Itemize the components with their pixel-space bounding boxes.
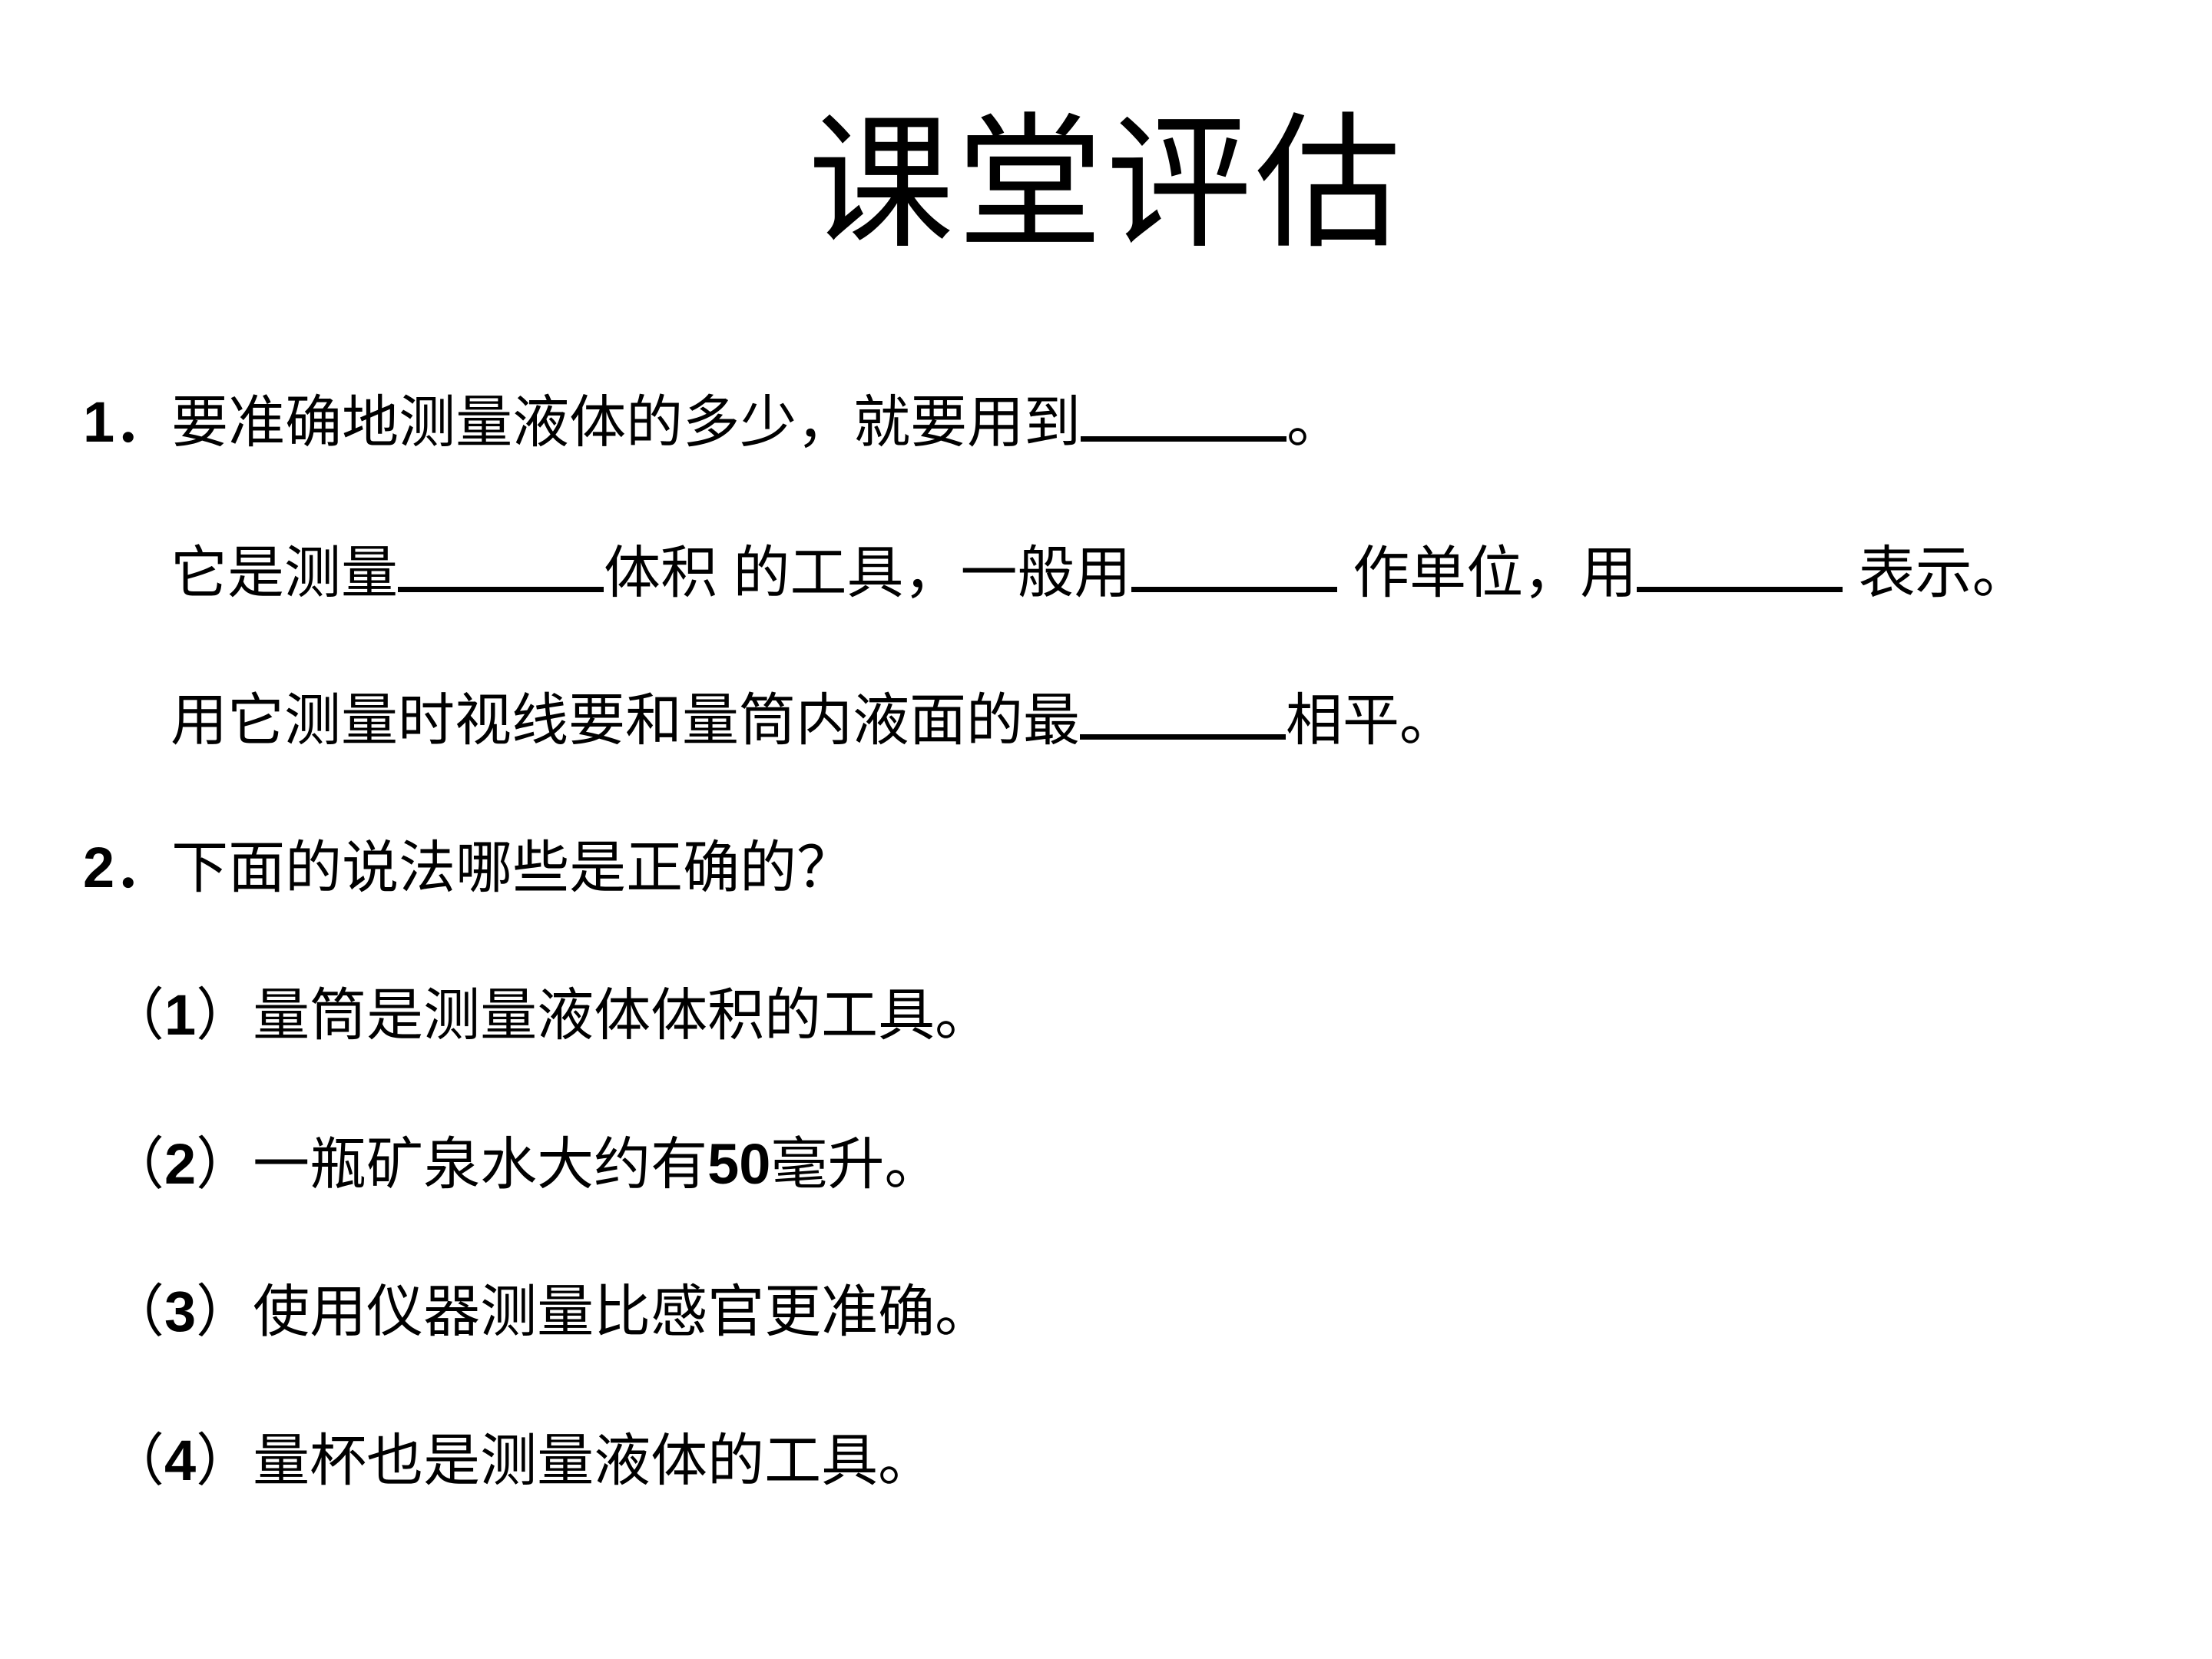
question-1-line-2: 它是测量 体积 的工具，一般用 作单位，用 表示。 (171, 535, 2029, 611)
statement-3-text: 使用仪器测量比感官更准确。 (253, 1280, 992, 1343)
question-1-line-3: 用它测量时视线要和量筒内液面的最 相平。 (171, 682, 1456, 759)
statement-1-text: 量筒是测量液体体积的工具。 (253, 983, 992, 1047)
statement-3-close: ） (196, 1280, 253, 1343)
statement-2-open: （ (108, 1132, 164, 1196)
question-1-line-3-part-a: 用它测量时视线要和量筒内液面的最 (171, 688, 1080, 752)
statement-3: （3）使用仪器测量比感官更准确。 (108, 1273, 992, 1350)
statement-4: （4）量杯也是测量液体的工具。 (108, 1422, 935, 1499)
question-1-end: 。 (1286, 390, 1344, 454)
statement-4-open: （ (108, 1429, 164, 1492)
question-1-text: 要准确地测量液体的多少，就要用到 (171, 390, 1081, 454)
statement-2-value: 50 (707, 1132, 771, 1196)
question-2-text: 下面的说法哪些是正确的？ (171, 836, 854, 899)
question-1-number: 1． (83, 390, 172, 454)
question-1-line-1: 1．要准确地测量液体的多少，就要用到 。 (83, 384, 1343, 461)
answer-blank-3[interactable] (1131, 539, 1337, 592)
statement-2-text-a: 一瓶矿泉水大约有 (253, 1132, 708, 1196)
slide-title: 课堂评估 (807, 99, 1404, 269)
answer-blank-5[interactable] (1080, 687, 1286, 740)
question-1-line-3-part-b: 相平。 (1286, 688, 1456, 752)
statement-3-open: （ (108, 1280, 164, 1343)
statement-1-number: 1 (164, 983, 197, 1047)
statement-2-text-b: 毫升。 (770, 1132, 942, 1196)
question-1-line-2-part-a: 它是测量 (171, 541, 398, 604)
statement-2-number: 2 (164, 1132, 197, 1196)
statement-2: （2）一瓶矿泉水大约有50毫升。 (108, 1126, 941, 1203)
question-1-line-2-part-b: 体积 的工具，一般用 (604, 541, 1131, 604)
statement-4-text: 量杯也是测量液体的工具。 (253, 1429, 935, 1492)
question-1-line-2-part-d: 表示。 (1843, 541, 2029, 604)
statement-4-number: 4 (164, 1429, 197, 1492)
statement-4-close: ） (196, 1429, 253, 1492)
statement-2-close: ） (196, 1132, 253, 1196)
question-2-line: 2．下面的说法哪些是正确的？ (83, 830, 853, 906)
statement-3-number: 3 (164, 1280, 197, 1343)
statement-1-open: （ (108, 983, 164, 1047)
statement-1-close: ） (196, 983, 253, 1047)
question-2-number: 2． (83, 836, 172, 899)
answer-blank-1[interactable] (1081, 389, 1287, 442)
answer-blank-2[interactable] (398, 539, 604, 592)
statement-1: （1）量筒是测量液体体积的工具。 (108, 977, 992, 1054)
question-1-line-2-part-c: 作单位，用 (1336, 541, 1637, 604)
answer-blank-4[interactable] (1637, 539, 1843, 592)
